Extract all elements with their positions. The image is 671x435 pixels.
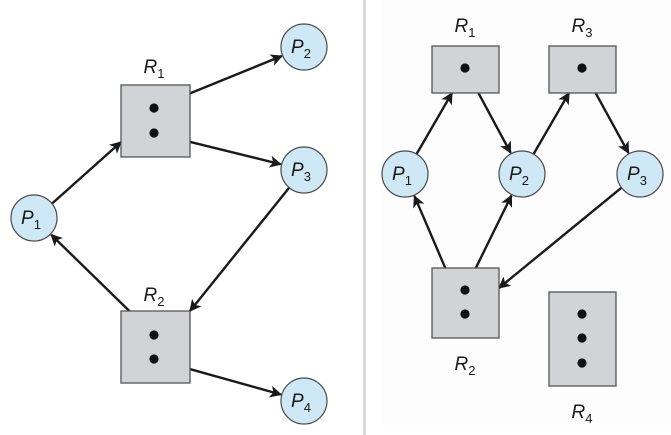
resource-box	[431, 267, 500, 339]
panel-divider	[363, 0, 366, 435]
resource-box	[548, 45, 617, 94]
resource-r1	[431, 45, 500, 94]
resource-r3	[548, 45, 617, 94]
process-circle	[280, 377, 328, 425]
resource-box	[120, 310, 191, 384]
process-label: P4	[291, 391, 311, 415]
resource-label: R2	[455, 354, 476, 378]
graph-right: P1 P2 P3	[381, 45, 664, 387]
resource-instance-dot	[460, 63, 470, 73]
resource-label: R1	[455, 16, 476, 40]
resource-box	[120, 84, 191, 158]
request-edge-p2-r3	[532, 91, 571, 155]
resource-instance-dot	[577, 333, 587, 343]
resource-instance-dot	[149, 128, 159, 138]
process-circle	[280, 23, 328, 71]
resource-instance-dot	[149, 103, 159, 113]
resource-instance-dot	[577, 63, 587, 73]
process-label: P2	[509, 164, 529, 188]
process-circle	[10, 194, 58, 242]
resource-instance-dot	[577, 309, 587, 319]
resource-label: R4	[572, 402, 593, 426]
resource-r4	[548, 291, 617, 387]
resource-instance-dot	[460, 285, 470, 295]
process-p1: P1	[10, 194, 58, 242]
resource-instance-dot	[149, 330, 159, 340]
process-label: P2	[291, 37, 311, 61]
process-circle	[381, 150, 429, 198]
resource-instance-dot	[460, 309, 470, 319]
process-circle	[498, 150, 546, 198]
process-p2: P2	[280, 23, 328, 71]
resource-r1	[120, 84, 191, 158]
process-label: P1	[21, 208, 41, 232]
resource-label: R3	[572, 16, 593, 40]
resource-label: R2	[144, 285, 165, 309]
request-edge-p1-r1	[415, 91, 454, 155]
process-circle	[616, 150, 664, 198]
process-p3: P3	[280, 146, 328, 194]
process-circle	[280, 146, 328, 194]
process-label: P3	[627, 164, 647, 188]
request-edge-p1-r1	[51, 141, 122, 205]
process-p3: P3	[616, 150, 664, 198]
process-p2: P2	[498, 150, 546, 198]
request-edge-p3-r2	[498, 186, 623, 289]
resource-instance-dot	[577, 358, 587, 368]
right-panel-background	[382, 0, 671, 430]
resource-r2	[431, 267, 500, 339]
resource-label: R1	[144, 57, 165, 81]
process-label: P3	[291, 160, 311, 184]
resource-instance-dot	[149, 354, 159, 364]
process-p4: P4	[280, 377, 328, 425]
request-edge-p3-r2	[189, 186, 291, 312]
process-label: P1	[392, 164, 412, 188]
process-p1: P1	[381, 150, 429, 198]
resource-r2	[120, 310, 191, 384]
